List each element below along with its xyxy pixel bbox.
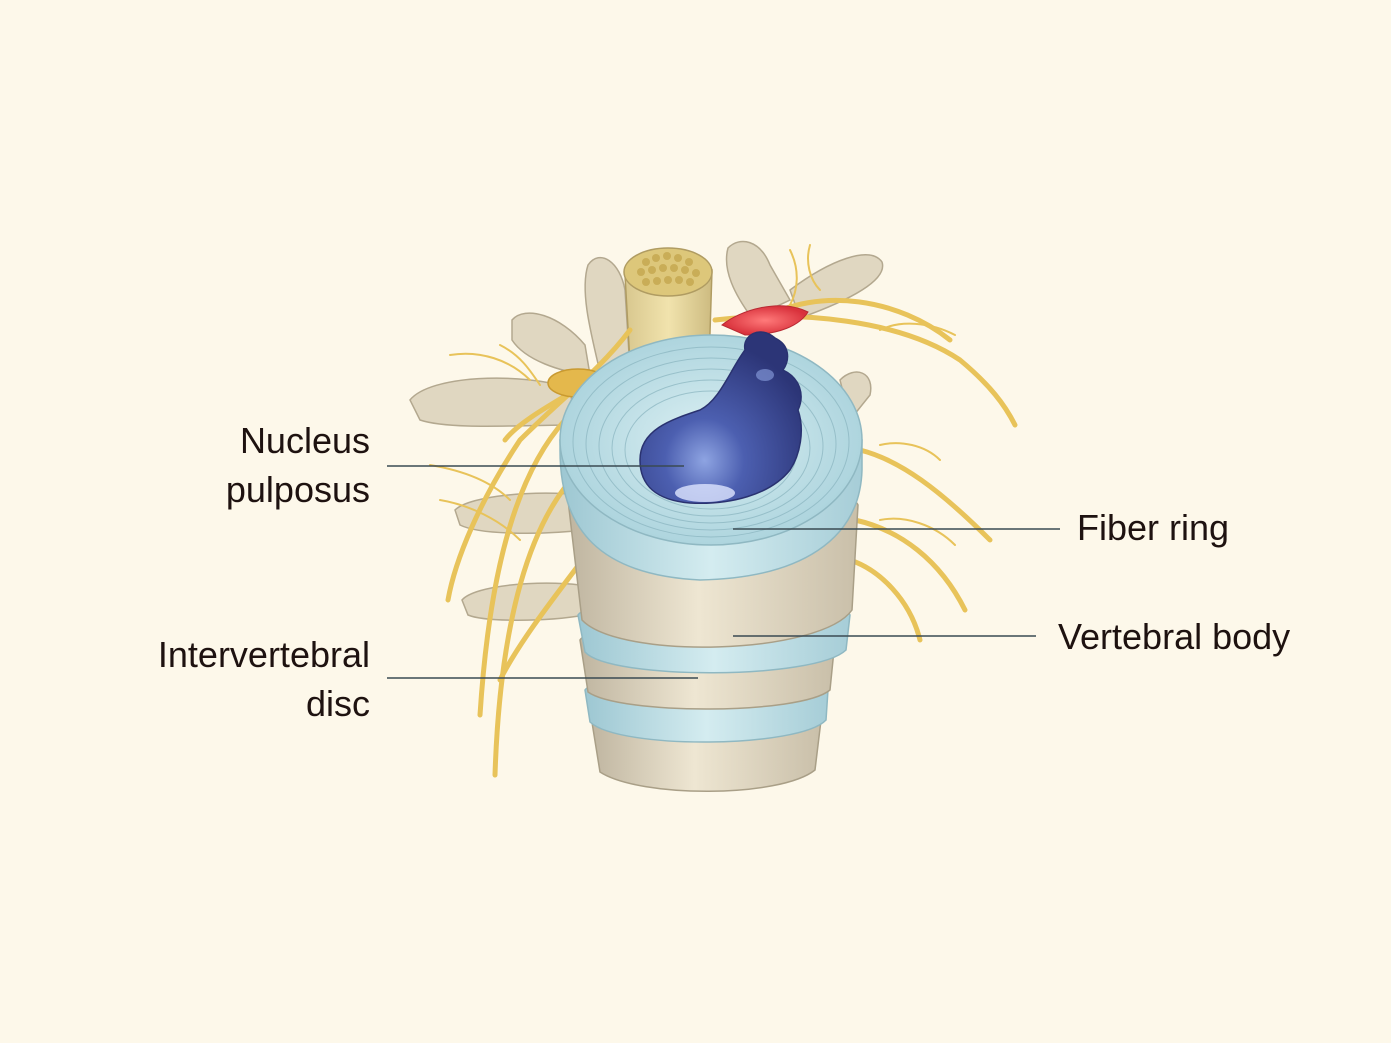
label-nucleus-line1: Nucleus [240, 420, 370, 461]
label-disc-line2: disc [306, 683, 370, 724]
label-fiber-ring: Fiber ring [1077, 503, 1229, 552]
inflamed-nerve-root [722, 306, 808, 335]
label-nucleus-pulposus: Nucleus pulposus [226, 416, 370, 514]
label-intervertebral-disc: Intervertebral disc [158, 630, 370, 728]
label-disc-line1: Intervertebral [158, 634, 370, 675]
label-vertebral-body: Vertebral body [1058, 612, 1290, 661]
label-nucleus-line2: pulposus [226, 469, 370, 510]
